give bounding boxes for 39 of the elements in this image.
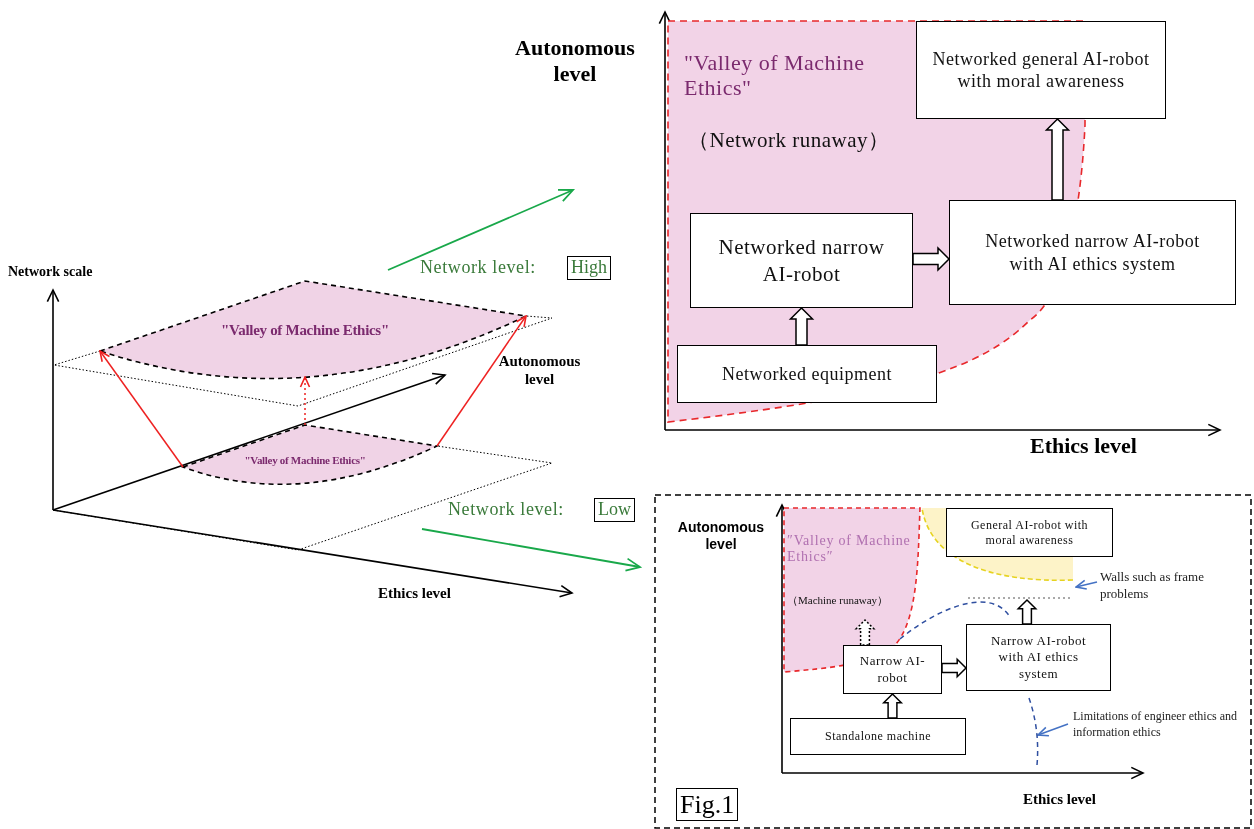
level-label: Network level: [448,499,565,521]
process-box: Networked narrow AI-robot [690,213,913,308]
axis-label: Autonomous level [676,519,766,553]
leader-arrow [1075,579,1098,590]
runaway-note: （Network runaway） [688,128,891,153]
axis-label: Ethics level [1023,790,1097,808]
block-arrow [854,618,876,646]
arrow [299,376,311,426]
level-tag: Low [594,498,635,522]
runaway-note: （Machine runaway） [787,594,890,607]
level-tag: High [567,256,611,280]
level-label: Network level: [420,257,537,279]
arrow [436,315,527,447]
block-arrow [941,657,968,679]
axis-label: Network scale [8,264,94,281]
axis-label: Autonomous level [514,35,636,88]
leader-arrow [1037,723,1069,737]
axis-label: Ethics level [1030,433,1138,460]
valley-label: "Valley of Machine Ethics" [243,454,367,467]
process-box: Narrow AI-robot with AI ethics system [966,624,1111,691]
callout-text: Walls such as frame problems [1100,569,1215,603]
process-box: General AI-robot with moral awareness [946,508,1113,557]
process-box: Narrow AI-robot [843,645,942,694]
valley-label: ″Valley of Machine Ethics″ [787,533,912,566]
arrow [99,350,184,468]
axis-label: Autonomous level [497,352,582,388]
block-arrow [788,306,815,346]
valley-label: "Valley of Machine Ethics" [684,50,866,101]
process-box: Networked narrow AI-robot with AI ethics system [949,200,1236,305]
block-arrow [912,246,951,272]
process-box: Standalone machine [790,718,966,755]
block-arrow [1016,598,1038,625]
process-box: Networked general AI-robot with moral awareness [916,21,1166,119]
axis-label: Ethics level [378,584,452,602]
valley-label: "Valley of Machine Ethics" [220,322,390,340]
figure-number: Fig.1 [676,788,739,822]
block-arrow [881,692,904,719]
block-arrow [1044,117,1071,201]
callout-text: Limitations of engineer ethics and information ethics [1073,709,1248,743]
